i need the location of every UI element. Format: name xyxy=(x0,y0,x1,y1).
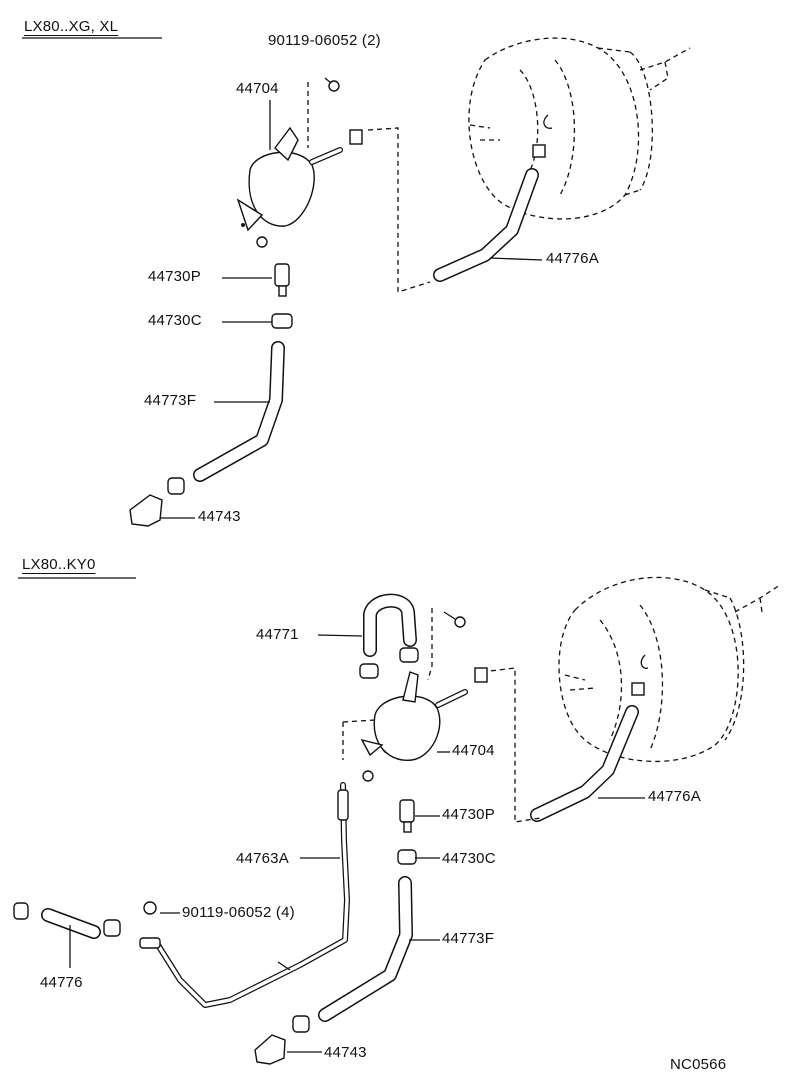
vacuum-hose-44773f-lower xyxy=(318,876,413,1022)
label-booster-hose-upper: 44776A xyxy=(546,250,599,267)
vacuum-pump-44704-lower xyxy=(360,667,488,761)
connector-44743-lower xyxy=(254,1034,286,1065)
label-return-hose: 44771 xyxy=(256,626,299,643)
vacuum-pump-44704-upper xyxy=(236,126,363,248)
booster-hose-44776a-upper xyxy=(433,168,539,282)
bolt-upper xyxy=(324,77,340,92)
label-booster-hose-lower: 44776A xyxy=(648,788,701,805)
label-check-valve-upper: 44730P xyxy=(148,268,201,285)
label-pump-lower: 44704 xyxy=(452,742,495,759)
vacuum-hose-44773f-upper xyxy=(193,341,285,482)
label-connector-lower: 44743 xyxy=(324,1044,367,1061)
clamp-44730c-lower xyxy=(397,849,417,865)
label-vacuum-hose-upper: 44773F xyxy=(144,392,197,409)
booster-hose-44776a-lower xyxy=(530,705,639,822)
label-connector-upper: 44743 xyxy=(198,508,241,525)
check-valve-44730p-upper xyxy=(274,263,290,297)
label-clamp-lower: 44730C xyxy=(442,850,496,867)
lower-assembly xyxy=(13,576,781,1065)
label-pump-upper: 44704 xyxy=(236,80,279,97)
pipe-44763a xyxy=(155,782,350,1008)
label-bolt-lower: 90119-06052 (4) xyxy=(182,904,295,921)
brake-booster-upper xyxy=(468,37,691,220)
short-hose-44776 xyxy=(13,902,121,939)
label-bolt-upper: 90119-06052 (2) xyxy=(268,32,381,49)
section-header-upper: LX80..XG, XL xyxy=(24,18,119,35)
diagram-code: NC0566 xyxy=(670,1056,727,1073)
return-hose-44771 xyxy=(363,593,417,657)
clamp-hose-upper xyxy=(167,477,185,495)
label-check-valve-lower: 44730P xyxy=(442,806,495,823)
section-header-lower: LX80..KY0 xyxy=(22,556,96,573)
brake-booster-lower xyxy=(558,576,781,763)
label-vacuum-hose-lower: 44773F xyxy=(442,930,495,947)
check-valve-44730p-lower xyxy=(399,799,415,823)
label-clamp-upper: 44730C xyxy=(148,312,202,329)
connector-44743-upper xyxy=(129,494,163,527)
label-pipe: 44763A xyxy=(236,850,289,867)
label-short-hose: 44776 xyxy=(40,974,83,991)
routing-line-upper xyxy=(367,127,431,293)
upper-assembly xyxy=(129,37,691,527)
clamp-44730c-upper xyxy=(271,313,293,329)
